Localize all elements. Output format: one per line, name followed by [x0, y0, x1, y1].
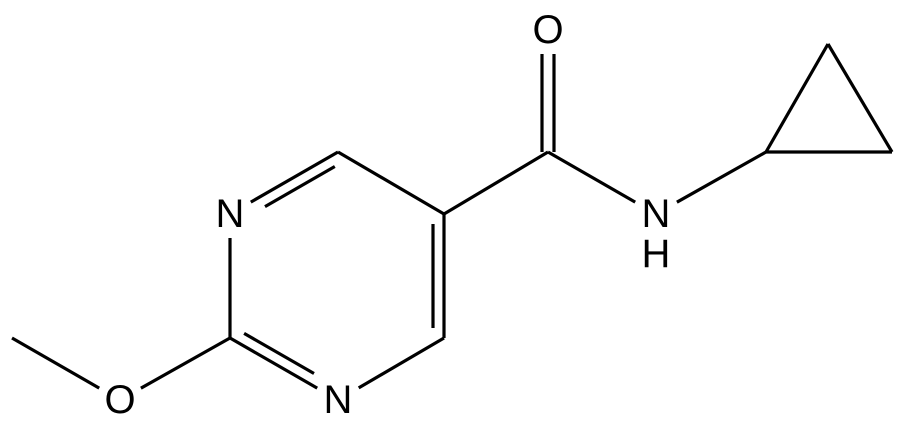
atom-label-amide-nitrogen: N: [642, 192, 671, 236]
bond-n1-c6-line-2: [264, 165, 336, 208]
atom-label-ether-oxygen: O: [104, 378, 135, 422]
bond-layer: [11, 43, 894, 390]
bond-n_amide-cp_ch: [676, 150, 767, 204]
atom-label-ring-nitrogen-1: N: [216, 192, 245, 236]
atom-label-ring-nitrogen-3: N: [324, 378, 353, 422]
bond-c_carbonyl-n_amide: [547, 150, 636, 204]
bond-c6-c5: [337, 150, 445, 216]
bond-cp_top-cp_right: [826, 43, 894, 153]
bond-methyl-o_ether: [11, 336, 100, 390]
bond-o_ether-c2: [140, 336, 231, 390]
bond-cp_ch-cp_top: [764, 43, 830, 153]
bond-n3-c2-line-1: [229, 336, 318, 390]
bond-n1-c6-line-1: [250, 150, 339, 204]
bond-c5-c_carbonyl: [443, 150, 549, 216]
bond-n3-c2-line-2: [243, 332, 315, 375]
atom-label-amide-hydrogen: H: [642, 232, 671, 276]
bond-c4-n3: [357, 336, 445, 390]
atom-label-carbonyl-oxygen: O: [532, 8, 563, 52]
